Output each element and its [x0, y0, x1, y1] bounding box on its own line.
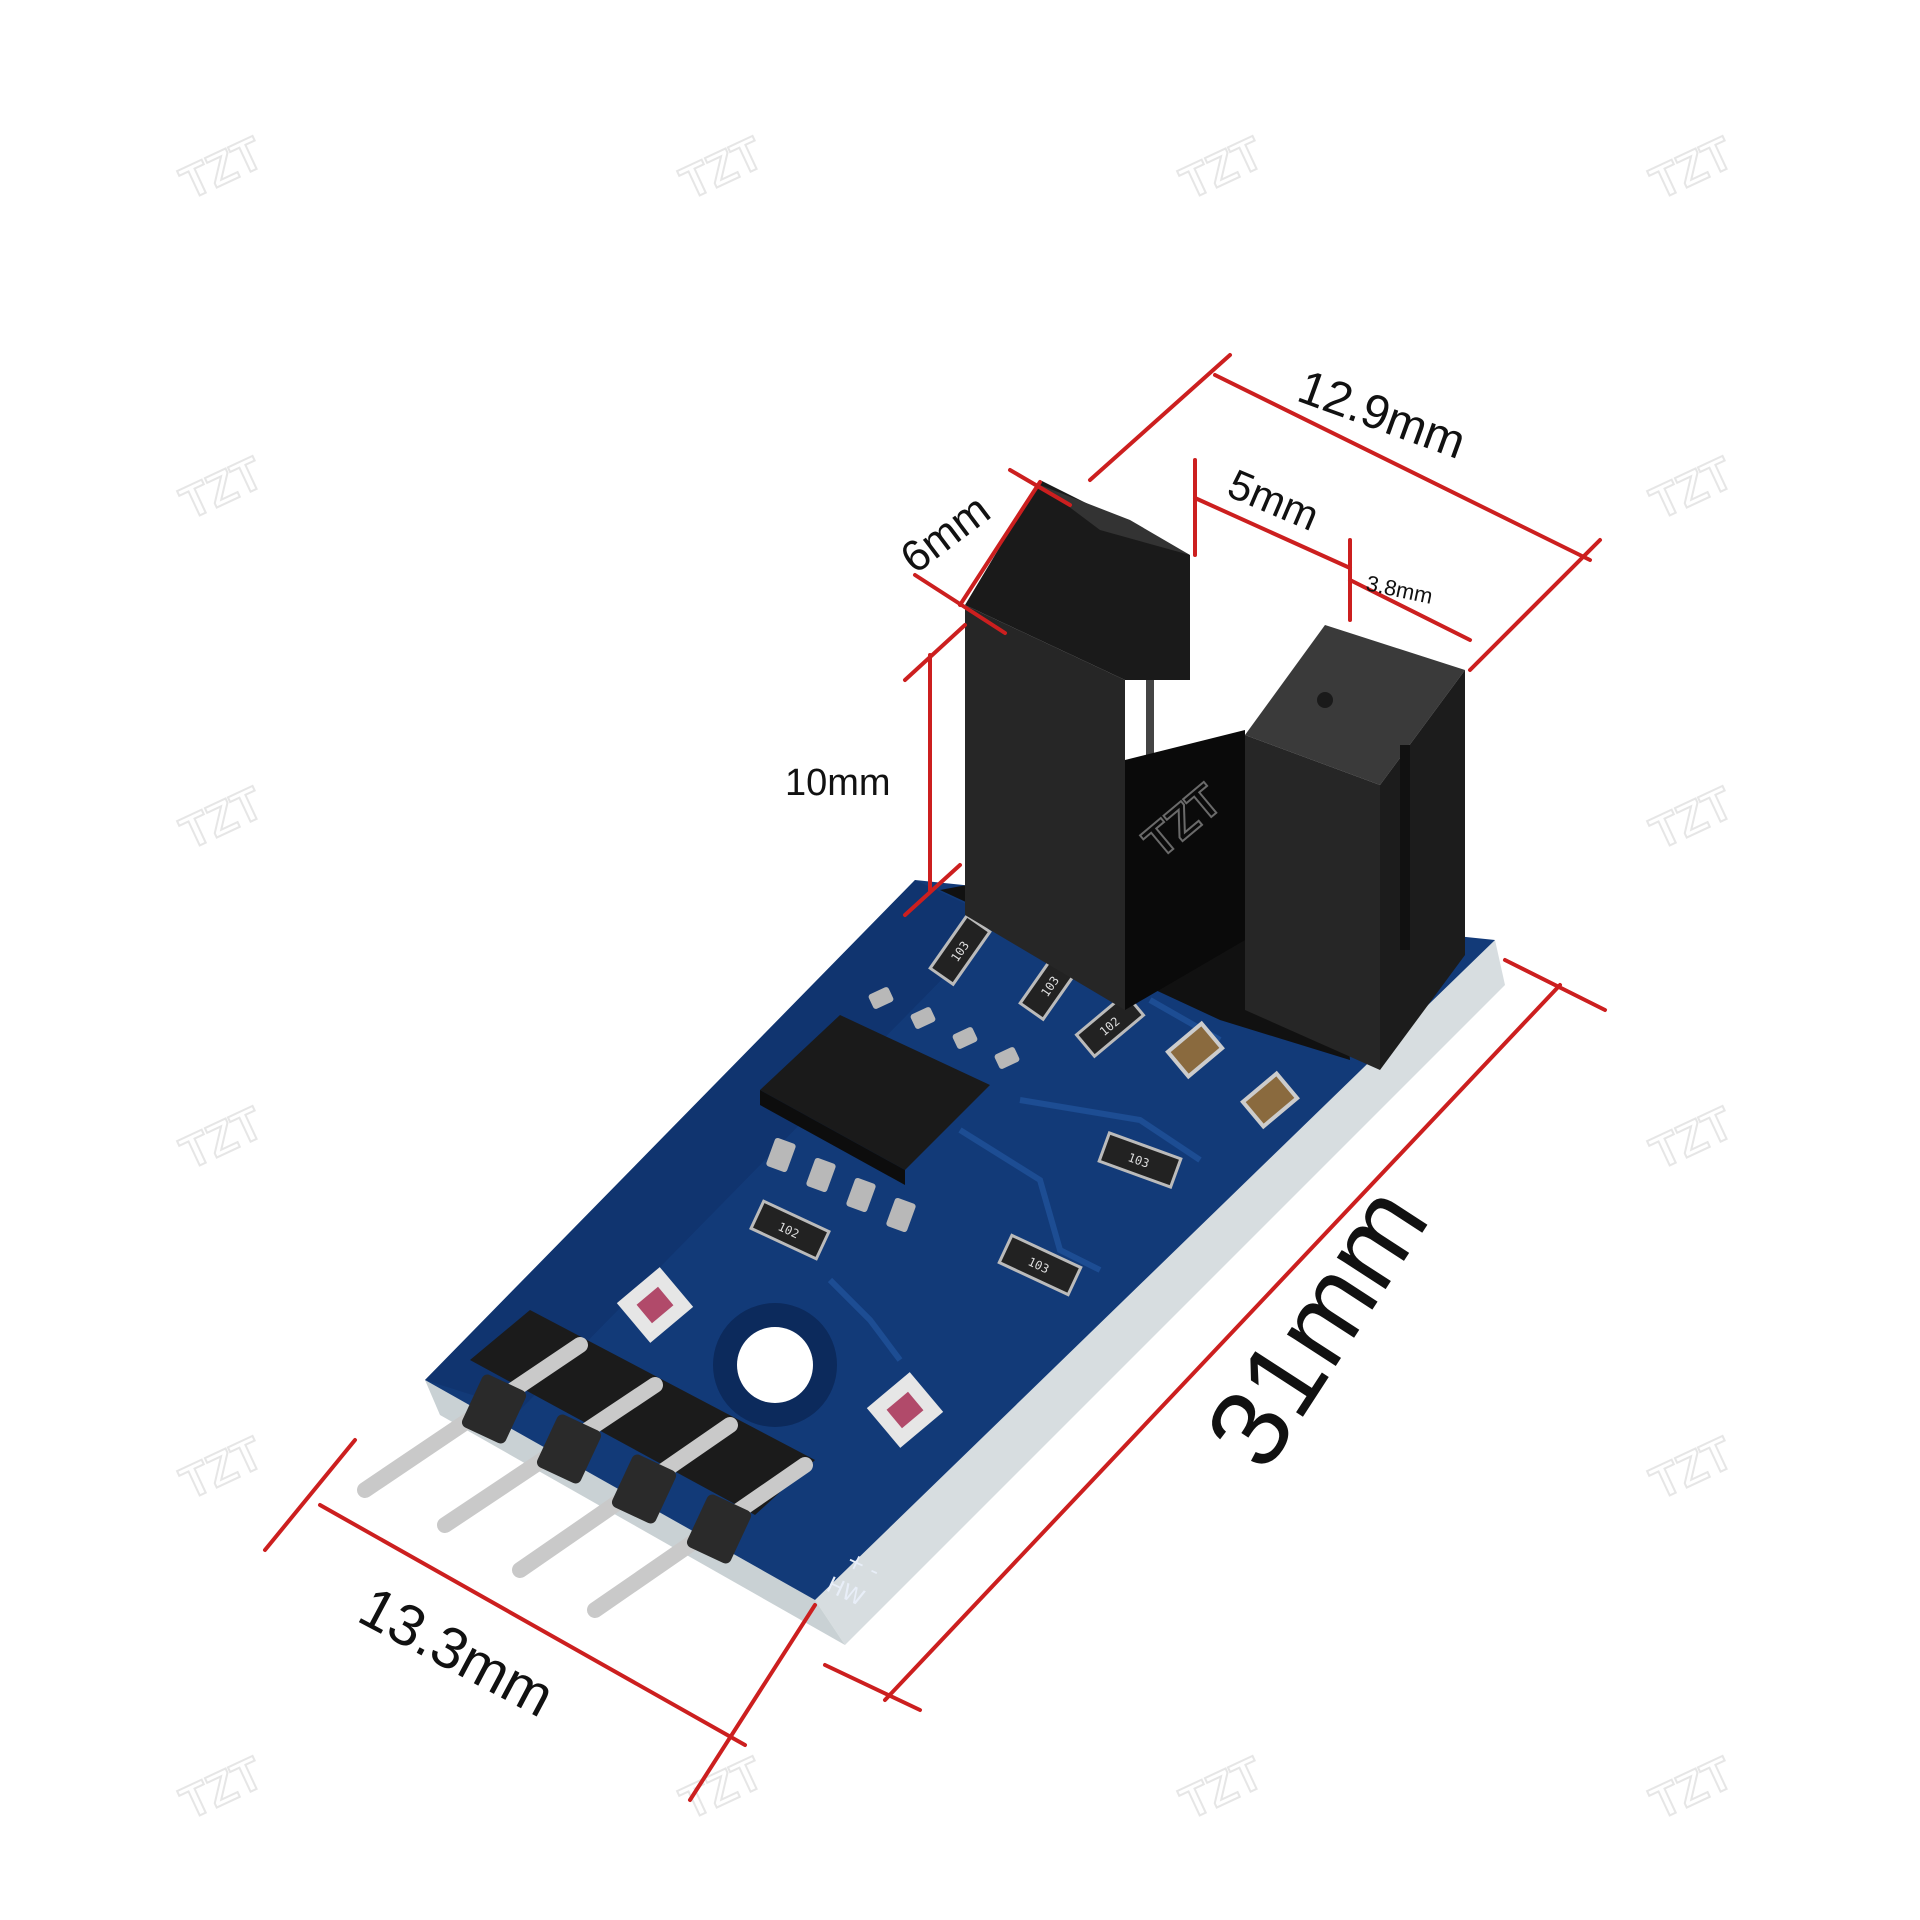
watermark: TZT	[172, 446, 270, 529]
dimension-top-overall-width	[1088, 353, 1602, 672]
watermark: TZT	[1642, 1426, 1740, 1509]
watermark: TZT	[172, 776, 270, 859]
watermark: TZT	[172, 126, 270, 209]
watermark: TZT	[1172, 1746, 1270, 1829]
dimension-lines	[263, 353, 1607, 1802]
watermark: TZT	[1642, 446, 1740, 529]
watermark: TZT	[1642, 126, 1740, 209]
sensor-window	[1317, 692, 1333, 708]
ic-pins-top	[868, 987, 1020, 1069]
ic-body-side	[760, 1090, 905, 1185]
power-led	[866, 1372, 944, 1448]
watermark: TZT	[172, 1096, 270, 1179]
resistor-code: 103	[1126, 1150, 1151, 1171]
dimension-right-wall-width	[1348, 578, 1472, 642]
sensor-right-tower-top	[1245, 625, 1465, 785]
watermark: TZT	[172, 1746, 270, 1829]
watermark: TZT	[1642, 1096, 1740, 1179]
dimension-board-width	[263, 1438, 817, 1802]
resistor: 102	[749, 1199, 831, 1261]
ic-body	[760, 1015, 990, 1170]
label-sensor-height: 10mm	[785, 762, 891, 804]
sensor-right-tower-front	[1245, 735, 1380, 1070]
pcb-edge	[815, 940, 1505, 1645]
dimension-slot-wall-width	[913, 468, 1072, 635]
watermark: TZT	[1642, 1746, 1740, 1829]
resistor: 103	[928, 913, 992, 987]
smd-components: 103 103 102 103 102 103	[616, 913, 1300, 1448]
watermark: TZT	[172, 1426, 270, 1509]
label-slot-gap: 5mm	[1221, 460, 1325, 540]
resistor: 103	[997, 1233, 1083, 1297]
mounting-hole	[737, 1327, 813, 1403]
header-pins	[357, 1310, 815, 1618]
label-top-overall-width: 12.9mm	[1291, 361, 1472, 470]
ic-chip	[760, 987, 1020, 1233]
watermark: TZT	[672, 1746, 770, 1829]
resistor: 103	[1097, 1130, 1183, 1190]
sensor-left-tower-front	[965, 605, 1125, 1010]
watermark: TZT	[1172, 126, 1270, 209]
dimension-board-length	[823, 958, 1607, 1712]
status-led	[616, 1267, 694, 1343]
pcb-top-shade	[425, 880, 1000, 1410]
slot-optocoupler	[940, 480, 1465, 1070]
pin-collars	[461, 1374, 752, 1564]
dimension-sensor-height	[903, 623, 967, 917]
watermark: TZT	[1642, 776, 1740, 859]
ic-pins-bottom	[766, 1137, 916, 1233]
sensor-slot-gap	[1125, 730, 1245, 1010]
sensor-left-tower-top	[1040, 485, 1190, 555]
capacitor	[1240, 1070, 1300, 1130]
capacitor	[1165, 1020, 1225, 1080]
watermark: TZT	[672, 126, 770, 209]
pcb-traces	[827, 997, 1222, 1362]
label-board-width: 13.3mm	[349, 1574, 565, 1730]
